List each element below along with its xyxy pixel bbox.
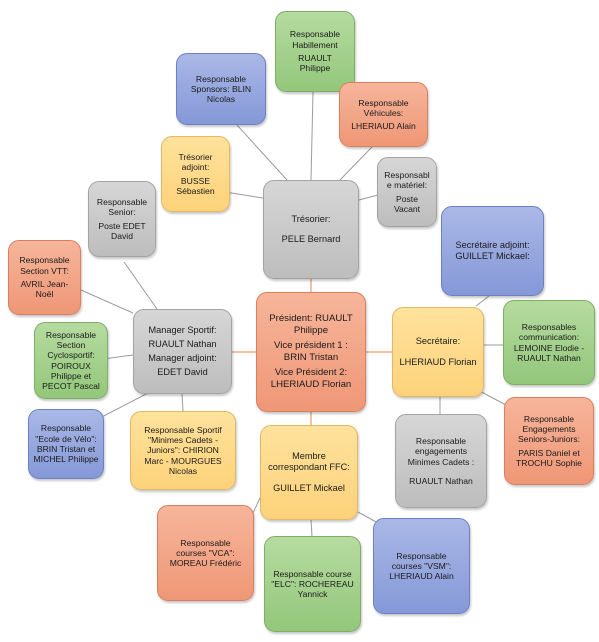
elc-title: Responsable course "ELC": ROCHEREAU Yann… <box>271 568 354 600</box>
manager-adjoint-name: EDET David <box>157 367 208 378</box>
sponsors-title: Responsable Sponsors: BLIN Nicolas <box>190 73 252 105</box>
tresorier-title: Trésorier: <box>291 213 331 224</box>
vtt-name: AVRIL Jean- Noël <box>20 279 69 300</box>
secretaire-node: Secrétaire: LHERIAUD Florian <box>392 307 484 397</box>
president-title: Président: RUAULT Philippe <box>269 313 353 337</box>
communication-title: Responsables communication: LEMOINE Elod… <box>513 321 585 363</box>
tresorier-adjoint-name: BUSSE Sébastien <box>176 175 215 196</box>
tresorier-node: Trésorier: PELE Bernard <box>263 180 359 279</box>
manager-adjoint-title: Manager adjoint: <box>148 353 217 363</box>
manager-name: RUAULT Nathan <box>148 338 217 349</box>
membre-ffc-node: Membre correspondant FFC: GUILLET Mickae… <box>260 425 358 520</box>
link-tresorier-sponsors <box>236 124 288 181</box>
materiel-title: Responsabl e matériel: <box>384 169 430 191</box>
tresorier-name: PELE Bernard <box>281 234 341 244</box>
habillement-name: RUAULT Philippe <box>298 53 332 74</box>
link-tresorier-materiel <box>358 194 379 201</box>
habillement-node: Responsable Habillement RUAULT Philippe <box>275 11 355 92</box>
president-node: Président: RUAULT Philippe Vice présiden… <box>256 292 366 412</box>
engagements-minimes-name: RUAULT Nathan <box>409 475 473 486</box>
tresorier-adjoint-node: Trésorier adjoint: BUSSE Sébastien <box>161 136 230 212</box>
ecole-velo-title: Responsable "Ecole de Vélo": BRIN Trista… <box>33 423 99 465</box>
secretaire-title: Secrétaire: <box>415 336 461 347</box>
link-secretaire-adjoint <box>475 295 490 307</box>
link-tresorier-adjoint <box>224 191 264 199</box>
vice-president-1: Vice président 1 : BRIN Tristan <box>274 340 348 363</box>
materiel-name: Poste Vacant <box>393 193 421 214</box>
link-tresorier-vehicules <box>339 146 373 181</box>
vehicules-title: Responsable Véhicules: <box>358 97 409 118</box>
tresorier-adjoint-title: Trésorier adjoint: <box>178 151 213 173</box>
vtt-title: Responsable Section VTT: <box>19 255 70 276</box>
vtt-node: Responsable Section VTT: AVRIL Jean- Noë… <box>8 240 81 315</box>
link-manager-ecole <box>95 391 151 421</box>
vsm-title: Responsable courses "VSM": LHERIAUD Alai… <box>389 550 454 582</box>
vice-president-2: Vice Président 2: LHERIAUD Florian <box>270 366 352 390</box>
senior-node: Responsable Senior: Poste EDET David <box>88 181 156 257</box>
secretaire-adjoint-node: Secrétaire adjoint: GUILLET Mickael: <box>441 206 544 296</box>
materiel-node: Responsabl e matériel: Poste Vacant <box>377 157 437 227</box>
vca-title: Responsable courses "VCA": MOREAU Frédér… <box>169 537 242 569</box>
link-tresorier-habillement <box>310 91 314 181</box>
membre-ffc-name: GUILLET Mickael <box>273 482 345 493</box>
engagements-minimes-node: Responsable engagements Minimes Cadets :… <box>395 414 487 508</box>
secretaire-name: LHERIAUD Florian <box>399 356 477 367</box>
ecole-velo-node: Responsable "Ecole de Vélo": BRIN Trista… <box>28 409 104 479</box>
secretaire-adjoint-title: Secrétaire adjoint: GUILLET Mickael: <box>455 239 530 261</box>
engagements-seniors-node: Responsable Engagements Seniors-Juniors:… <box>504 397 594 485</box>
link-ffc-elc <box>310 519 313 537</box>
elc-node: Responsable course "ELC": ROCHEREAU Yann… <box>264 536 361 632</box>
vca-node: Responsable courses "VCA": MOREAU Frédér… <box>157 505 254 601</box>
sponsors-node: Responsable Sponsors: BLIN Nicolas <box>176 53 266 125</box>
manager-node: Manager Sportif: RUAULT Nathan Manager a… <box>133 309 232 394</box>
minimes-sportif-title: Responsable Sportif "Minimes Cadets - Ju… <box>144 424 222 476</box>
vehicules-node: Responsable Véhicules: LHERIAUD Alain <box>339 82 428 147</box>
senior-name: Poste EDET David <box>98 220 146 241</box>
habillement-title: Responsable Habillement <box>289 29 341 50</box>
manager-title: Manager Sportif: <box>148 324 217 335</box>
engagements-seniors-title: Responsable Engagements Seniors-Juniors: <box>517 413 581 445</box>
engagements-minimes-title: Responsable engagements Minimes Cadets : <box>407 435 475 467</box>
link-manager-vtt <box>80 289 134 314</box>
cyclosportif-node: Responsable Section Cyclosportif: POIROU… <box>34 322 108 399</box>
membre-ffc-title: Membre correspondant FFC: <box>268 451 350 473</box>
engagements-seniors-name: PARIS Daniel et TROCHU Sophie <box>516 447 582 468</box>
senior-title: Responsable Senior: <box>96 196 148 218</box>
vehicules-name: LHERIAUD Alain <box>351 121 416 132</box>
vsm-node: Responsable courses "VSM": LHERIAUD Alai… <box>373 518 470 614</box>
cyclosportif-title: Responsable Section Cyclosportif: POIROU… <box>42 329 100 392</box>
link-manager-minimes <box>181 393 184 412</box>
minimes-sportif-node: Responsable Sportif "Minimes Cadets - Ju… <box>130 411 236 490</box>
link-ffc-vca <box>252 497 261 514</box>
communication-node: Responsables communication: LEMOINE Elod… <box>503 300 595 385</box>
link-manager-senior <box>123 261 158 310</box>
